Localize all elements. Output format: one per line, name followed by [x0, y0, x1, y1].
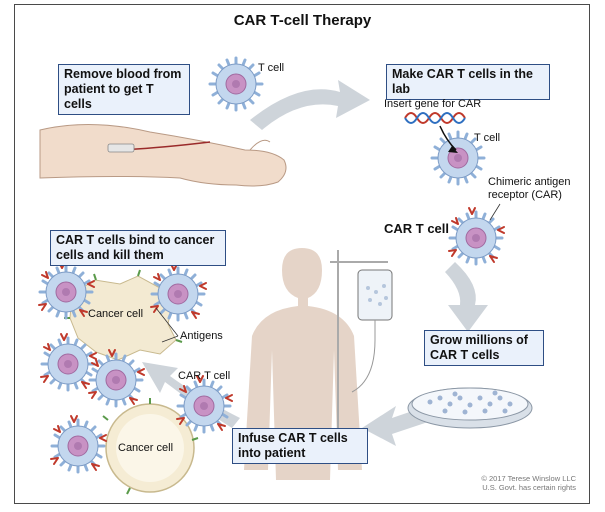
- label-antigens: Antigens: [180, 330, 223, 342]
- cancer-cell-round: [105, 403, 195, 493]
- iv-bag: [330, 250, 393, 460]
- t-cell-top: [208, 56, 264, 112]
- copyright-credit: © 2017 Terese Winslow LLC U.S. Govt. has…: [420, 474, 576, 492]
- car-t-cell-lab: [449, 208, 504, 264]
- label-car-t-cell-lab: CAR T cell: [384, 221, 450, 236]
- patient-silhouette: [244, 248, 362, 480]
- petri-dish: [407, 387, 533, 429]
- credit-line-2: U.S. Govt. has certain rights: [482, 483, 576, 492]
- label-t-cell-top: T cell: [258, 62, 285, 74]
- car-t-cell-6: [51, 416, 106, 472]
- label-t-cell-lab: T cell: [474, 132, 501, 144]
- label-cancer-cell-bottom: Cancer cell: [118, 442, 174, 454]
- leader-lines: [155, 203, 501, 343]
- arm-illustration: [39, 123, 287, 187]
- step-remove-blood: Remove blood from patient to get T cells: [58, 64, 190, 115]
- step-make-car-t: Make CAR T cells in the lab: [386, 64, 550, 100]
- step-bind-kill: CAR T cells bind to cancer cells and kil…: [50, 230, 226, 266]
- credit-line-1: © 2017 Terese Winslow LLC: [481, 474, 576, 483]
- label-insert-gene: Insert gene for CAR: [384, 98, 482, 110]
- page-title: CAR T-cell Therapy: [233, 12, 372, 29]
- gene-insert-dna: [404, 112, 466, 153]
- car-t-cell-4: [89, 350, 144, 406]
- label-cancer-cell-top: Cancer cell: [88, 308, 144, 320]
- label-car-receptor: Chimeric antigen receptor (CAR): [488, 176, 571, 201]
- step-infuse: Infuse CAR T cells into patient: [232, 428, 368, 464]
- label-car-t-cell-bottom: CAR T cell: [178, 370, 231, 382]
- step-grow-millions: Grow millions of CAR T cells: [424, 330, 544, 366]
